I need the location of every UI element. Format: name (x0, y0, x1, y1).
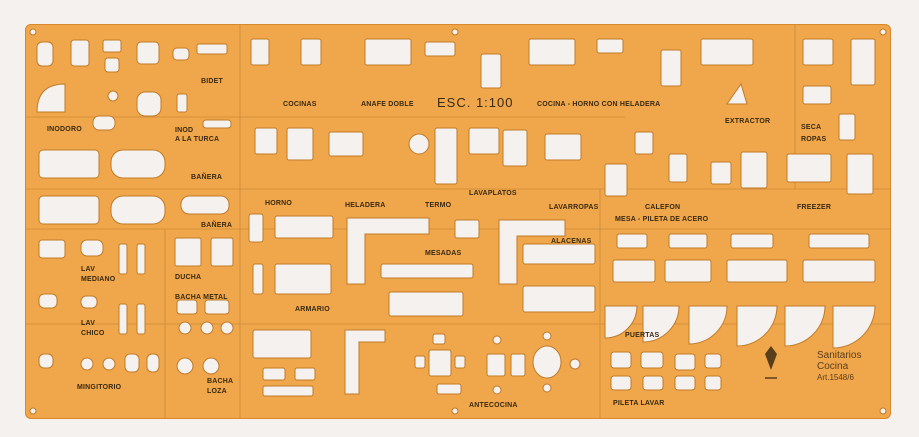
brand-block: Sanitarios Cocina Art.1548/6 (817, 350, 861, 383)
label-termo: TERMO (425, 202, 452, 209)
brand-code: Art.1548/6 (817, 373, 854, 382)
label-seca-ropas-2: ROPAS (801, 136, 827, 143)
label-bacha-metal: BACHA METAL (175, 294, 228, 301)
label-lav-chico-2: CHICO (81, 330, 105, 337)
label-inodoro: INODORO (47, 126, 82, 133)
brand-line-2: Cocina (817, 361, 849, 372)
label-lavaplatos: LAVAPLATOS (469, 190, 517, 197)
label-lav-mediano-1: LAV (81, 266, 96, 273)
label-alacenas: ALACENAS (551, 238, 592, 245)
label-bidet: BIDET (201, 78, 223, 85)
label-puertas: PUERTAS (625, 332, 660, 339)
label-heladera: HELADERA (345, 202, 386, 209)
label-armario: ARMARIO (295, 306, 330, 313)
brand-logo-icon (765, 346, 777, 370)
label-antecocina: ANTECOCINA (469, 402, 518, 409)
label-bacha-loza-1: BACHA (207, 378, 234, 385)
label-anafe-doble: ANAFE DOBLE (361, 101, 414, 108)
label-ducha: DUCHA (175, 274, 202, 281)
label-extractor: EXTRACTOR (725, 118, 771, 125)
label-horno: HORNO (265, 200, 293, 207)
label-seca-ropas-1: SECA (801, 124, 822, 131)
label-bacha-loza-2: LOZA (207, 388, 227, 395)
label-mesa-pileta: MESA - PILETA DE ACERO (615, 216, 709, 223)
label-lavarropas: LAVARROPAS (549, 204, 599, 211)
brand-line-1: Sanitarios (817, 350, 862, 361)
label-mingitorio: MINGITORIO (77, 384, 122, 391)
label-inod-turca-1: INOD (175, 127, 194, 134)
label-caleton: CALEFON (645, 204, 681, 211)
label-banera-1: BAÑERA (191, 174, 223, 181)
label-cocinas: COCINAS (283, 101, 317, 108)
label-lav-mediano-2: MEDIANO (81, 276, 116, 283)
label-pileta-lavar: PILETA LAVAR (613, 400, 665, 407)
architectural-stencil: .c{fill:#f4f1ef;stroke:#c07a28;stroke-wi… (25, 24, 891, 419)
label-freezer: FREEZER (797, 204, 832, 211)
label-banera-2: BAÑERA (201, 222, 233, 229)
scale-label: ESC. 1:100 (437, 95, 514, 110)
label-mesadas: MESADAS (425, 250, 462, 257)
stencil-cutouts: .c{fill:#f4f1ef;stroke:#c07a28;stroke-wi… (25, 24, 891, 419)
label-lav-chico-1: LAV (81, 320, 96, 327)
label-inod-turca-2: A LA TURCA (175, 136, 220, 143)
label-cocina-horno: COCINA - HORNO CON HELADERA (537, 101, 661, 108)
